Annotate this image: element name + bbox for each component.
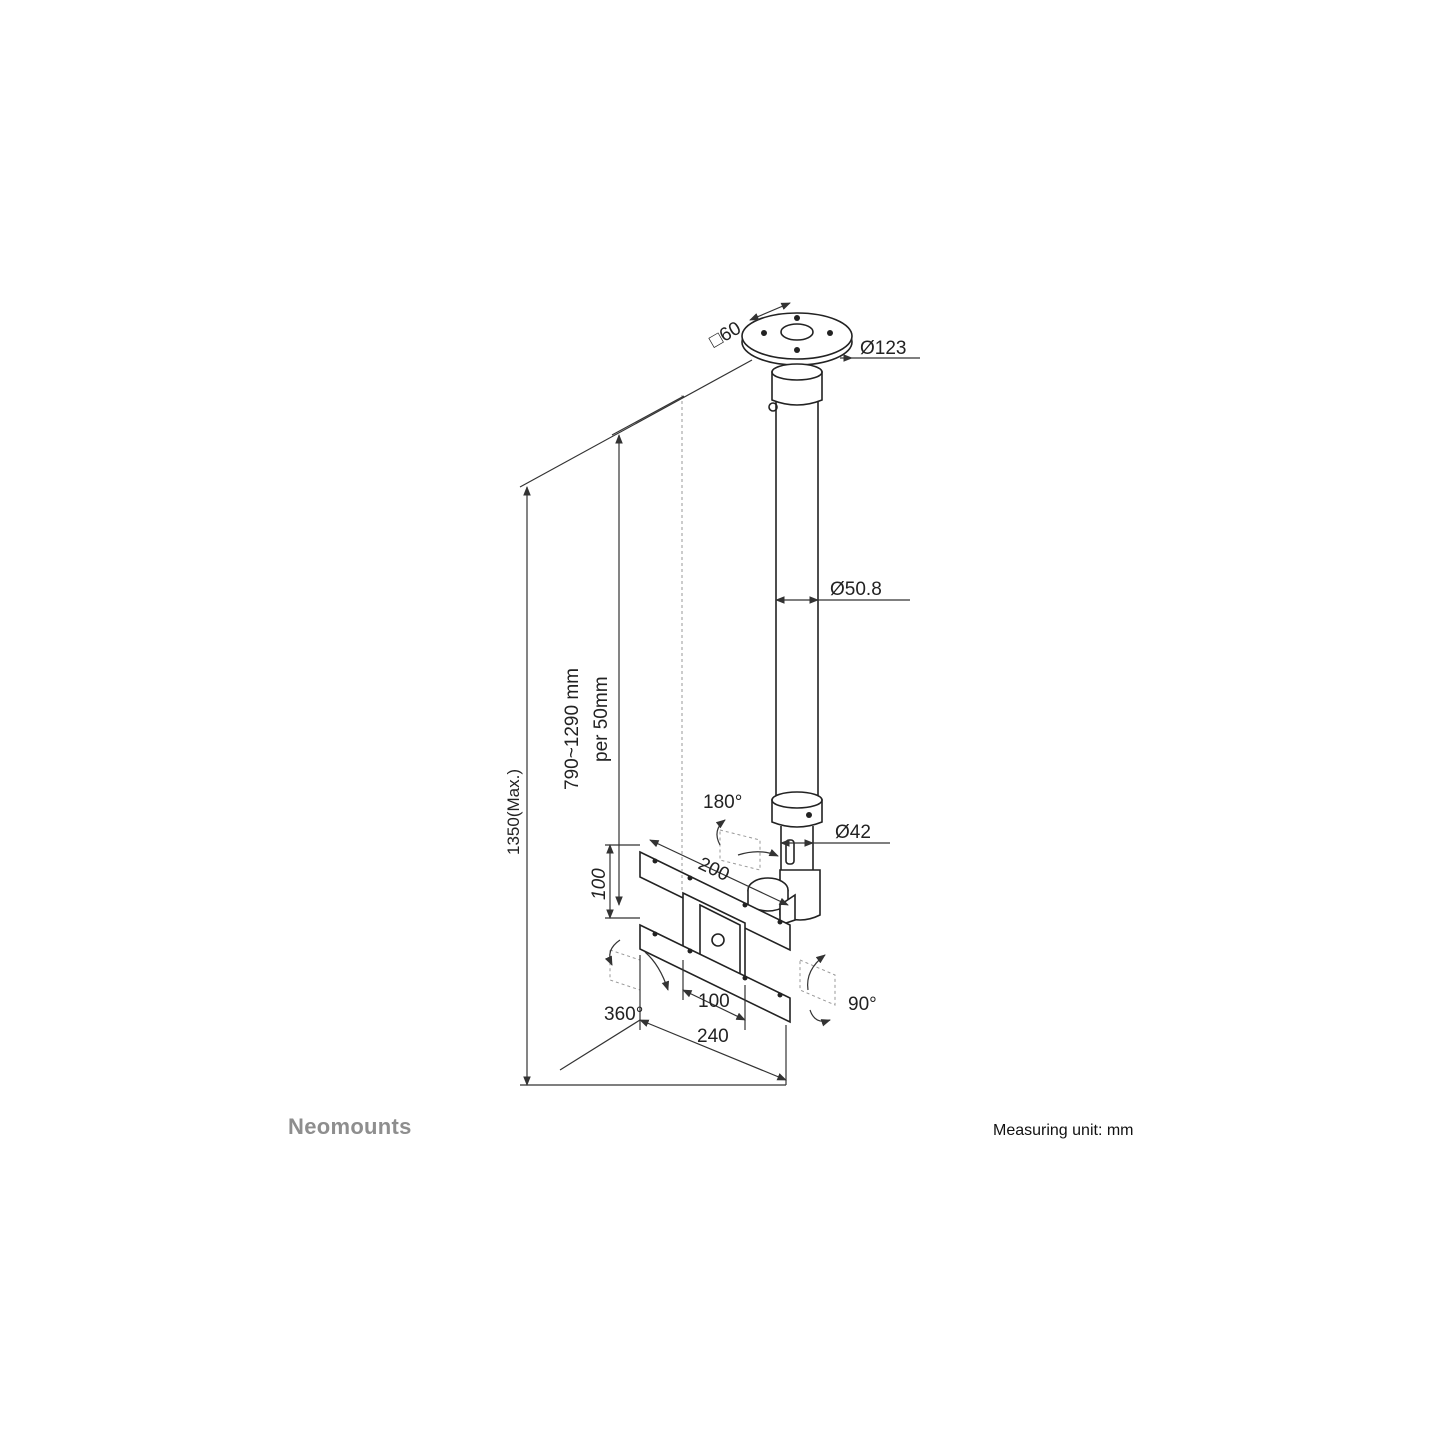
plate-diameter-label: Ø123 (860, 338, 906, 359)
tube-diameter-label: Ø50.8 (830, 579, 882, 600)
max-height-label: 1350(Max.) (504, 769, 523, 855)
tilt-label: 90° (848, 994, 877, 1015)
upper-collar (768, 363, 823, 412)
measuring-unit-note: Measuring unit: mm (993, 1122, 1134, 1139)
lower-collar (771, 791, 823, 828)
bracket-width-bottom-label: 240 (697, 1026, 729, 1047)
brand-logo: Neomounts (288, 1114, 412, 1139)
plate-square-label: □60 (706, 318, 745, 352)
bracket-height-label: 100 (589, 868, 610, 900)
inner-tube-diameter-label: Ø42 (835, 822, 871, 843)
ceiling-plate (741, 312, 853, 366)
plate-width-label: 100 (698, 991, 730, 1012)
outer-tube (775, 402, 819, 800)
height-range-label: 790~1290 mm (562, 668, 583, 790)
dimension-lines (519, 302, 920, 1086)
rotate-label: 360° (604, 1004, 643, 1025)
height-step-label: per 50mm (591, 676, 612, 762)
vesa-bottom-rail (639, 923, 791, 1024)
swivel-label: 180° (703, 792, 742, 813)
